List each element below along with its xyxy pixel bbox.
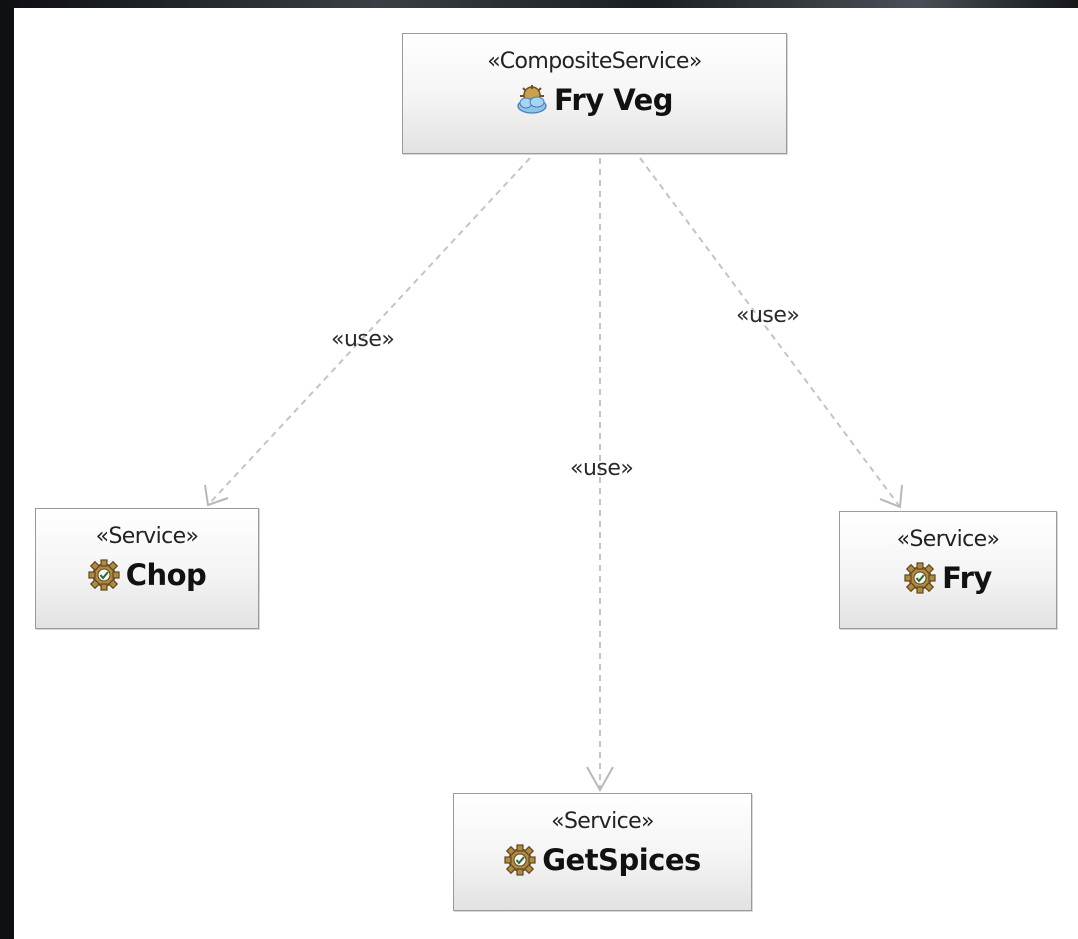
service-fry[interactable]: «Service» Fry (839, 511, 1057, 629)
node-name: Fry (942, 561, 992, 595)
service-chop[interactable]: «Service» Chop (35, 508, 259, 629)
stereotype-label: «Service» (896, 527, 1000, 552)
stereotype-label: «Service» (95, 524, 199, 549)
composite-service-fry-veg[interactable]: «CompositeService» Fry Veg (402, 33, 787, 154)
service-getspices[interactable]: «Service» GetSpices (453, 793, 752, 911)
edge-label-use-getspices: «use» (570, 456, 634, 481)
composite-service-icon (517, 85, 547, 114)
stereotype-label: «Service» (551, 809, 654, 834)
node-name: Chop (125, 558, 207, 592)
node-name: GetSpices (542, 843, 701, 877)
edge-label-use-fry: «use» (736, 303, 800, 328)
service-gear-icon (88, 559, 120, 591)
stereotype-label: «CompositeService» (487, 49, 702, 74)
node-name: Fry Veg (553, 83, 674, 117)
edge-label-use-chop: «use» (331, 327, 395, 352)
service-gear-icon (904, 562, 936, 594)
service-gear-icon (504, 844, 536, 876)
